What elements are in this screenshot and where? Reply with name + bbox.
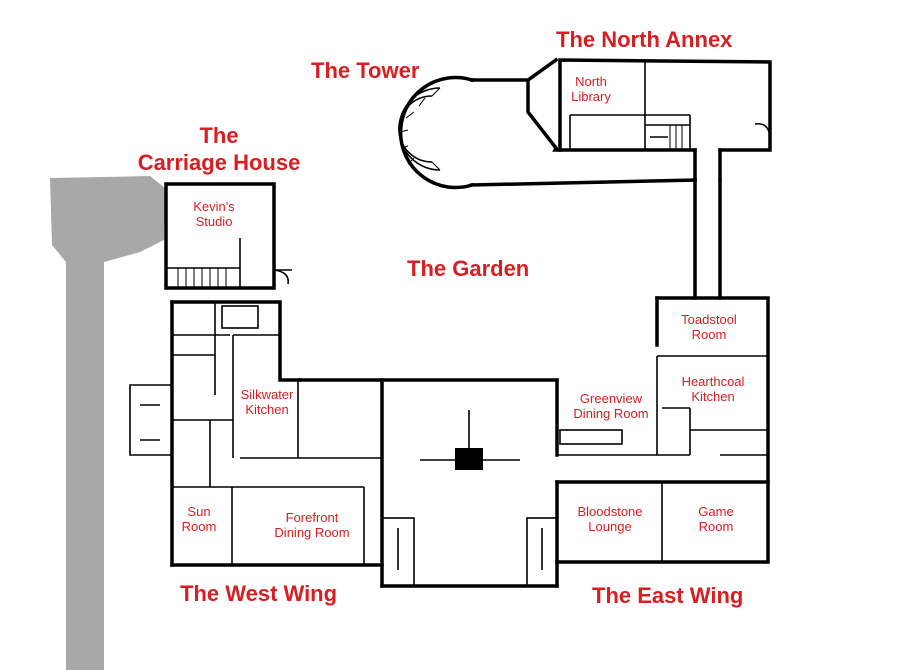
label-toadstool-room: Toadstool Room xyxy=(669,312,749,342)
tower-spiral-stair xyxy=(398,87,441,171)
label-sun-room: Sun Room xyxy=(174,504,224,534)
tower-walls xyxy=(398,75,697,190)
label-hearthcoal-line2: Kitchen xyxy=(691,389,735,404)
label-silkwater-kitchen: Silkwater Kitchen xyxy=(233,387,301,417)
label-north-library: North Library xyxy=(556,74,626,104)
label-hearthcoal-kitchen: Hearthcoal Kitchen xyxy=(670,374,756,404)
central-hall-walls xyxy=(298,378,559,588)
grey-path xyxy=(50,176,165,670)
label-north-annex: The North Annex xyxy=(556,27,733,52)
label-forefront-line2: Dining Room xyxy=(274,525,350,540)
west-wing-walls xyxy=(129,300,384,567)
label-sun-line2: Room xyxy=(181,519,217,534)
label-bloodstone-line1: Bloodstone xyxy=(577,504,643,519)
north-annex-walls xyxy=(470,57,772,152)
north-annex-stairs xyxy=(650,125,683,150)
label-north-library-line1: North xyxy=(575,74,607,89)
label-game-room: Game Room xyxy=(685,504,747,534)
north-annex-door xyxy=(754,122,771,137)
carriage-house-door xyxy=(273,269,292,285)
label-tower: The Tower xyxy=(311,58,420,83)
label-west-wing: The West Wing xyxy=(180,581,338,606)
label-forefront-dining-room: Forefront Dining Room xyxy=(262,510,362,540)
label-carriage-house-line2: Carriage House xyxy=(137,150,301,175)
label-toadstool-line2: Room xyxy=(691,327,727,342)
label-hearthcoal-line1: Hearthcoal xyxy=(681,374,745,389)
label-kevins-studio: Kevin's Studio xyxy=(179,199,249,229)
label-forefront-line1: Forefront xyxy=(285,510,339,525)
carriage-house-stairs xyxy=(177,268,227,288)
label-east-wing: The East Wing xyxy=(592,583,744,608)
hall-stairs xyxy=(381,517,558,587)
label-game-line1: Game xyxy=(698,504,734,519)
label-greenview-line1: Greenview xyxy=(579,391,643,406)
label-silkwater-line2: Kitchen xyxy=(245,402,289,417)
label-game-line2: Room xyxy=(698,519,734,534)
label-toadstool-line1: Toadstool xyxy=(681,312,737,327)
annex-corridor xyxy=(693,148,722,300)
label-kevins-studio-line1: Kevin's xyxy=(193,199,235,214)
label-carriage-house: The Carriage House xyxy=(134,122,304,176)
label-bloodstone-line2: Lounge xyxy=(588,519,632,534)
label-garden: The Garden xyxy=(407,256,530,281)
label-bloodstone-lounge: Bloodstone Lounge xyxy=(565,504,655,534)
label-greenview-line2: Dining Room xyxy=(573,406,649,421)
label-sun-line1: Sun xyxy=(187,504,211,519)
label-greenview-dining-room: Greenview Dining Room xyxy=(563,391,659,421)
label-silkwater-line1: Silkwater xyxy=(240,387,294,402)
label-north-library-line2: Library xyxy=(571,89,611,104)
label-carriage-house-line1: The xyxy=(199,123,239,148)
label-kevins-studio-line2: Studio xyxy=(195,214,233,229)
